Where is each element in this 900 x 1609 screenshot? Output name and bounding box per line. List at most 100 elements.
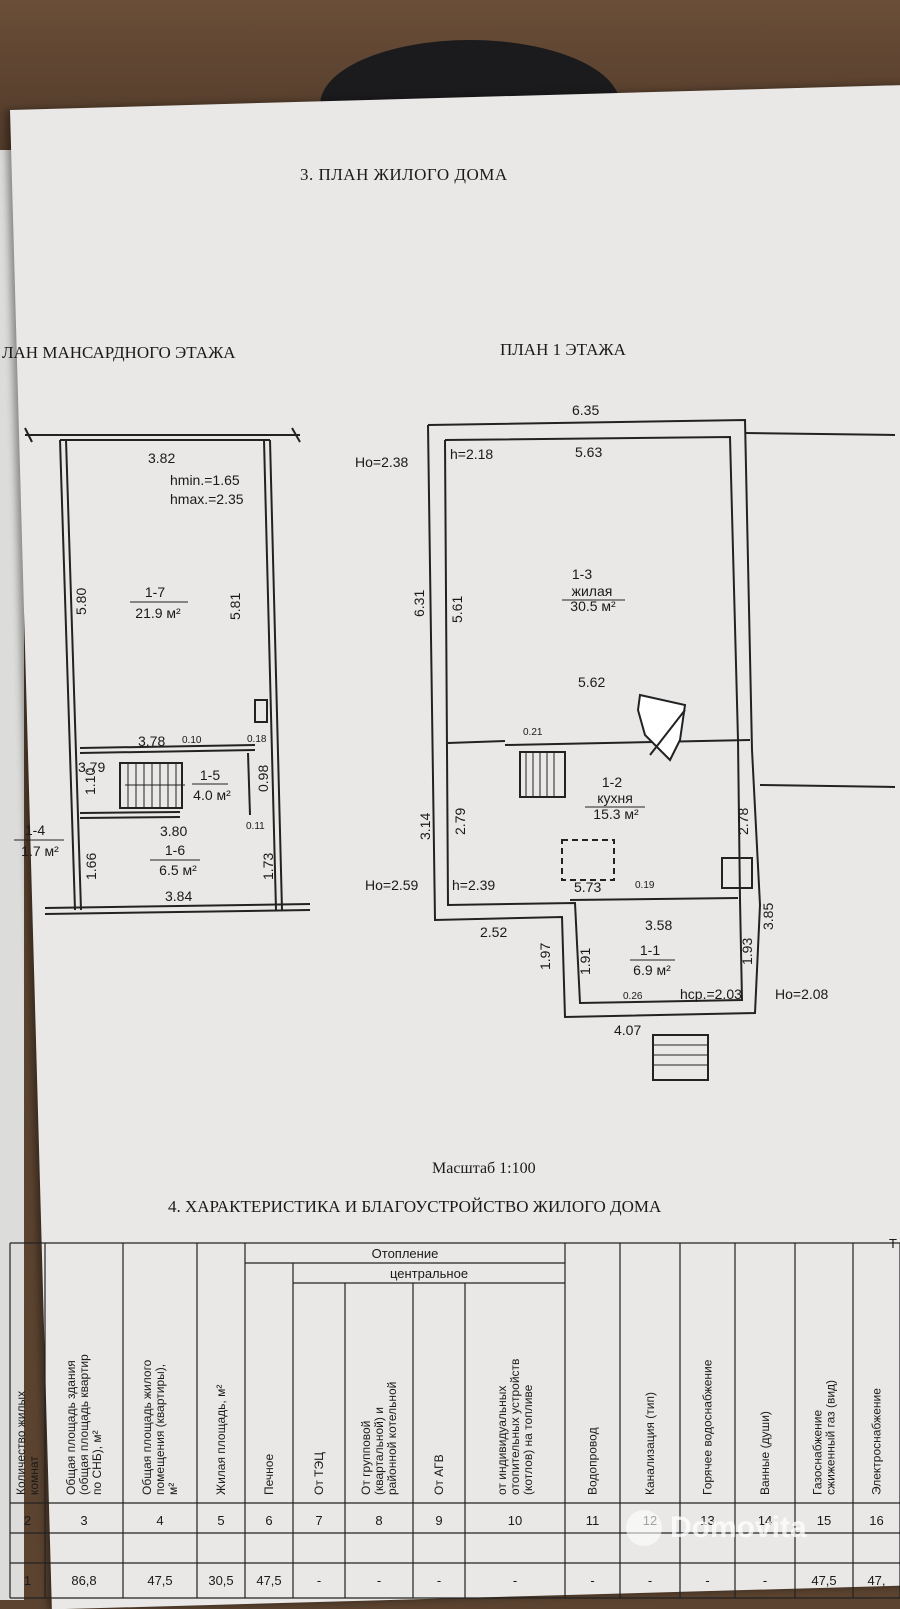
room-1-7-id: 1-7 bbox=[145, 584, 165, 600]
dim-Ho3: Hо=2.08 bbox=[775, 986, 829, 1002]
dim-right2: 2.78 bbox=[735, 808, 751, 835]
value-col-5: 47,5 bbox=[256, 1573, 281, 1588]
dim-left2-out: 3.14 bbox=[417, 813, 433, 840]
header-col-7: районной котельной bbox=[385, 1382, 399, 1495]
header-col-4: Жилая площадь, м² bbox=[214, 1385, 228, 1495]
dim-407: 4.07 bbox=[614, 1022, 641, 1038]
value-col-9: - bbox=[513, 1573, 517, 1588]
col-number-5: 6 bbox=[265, 1513, 272, 1528]
value-col-14: 47,5 bbox=[811, 1573, 836, 1588]
header-col-2: по СНБ), м² bbox=[90, 1430, 104, 1495]
dim-mid: 5.62 bbox=[578, 674, 605, 690]
header-col-1: комнат bbox=[27, 1456, 41, 1495]
dim-197: 1.97 bbox=[537, 943, 553, 970]
room-1-6-area: 6.5 м² bbox=[159, 862, 197, 878]
value-col-2: 86,8 bbox=[71, 1573, 96, 1588]
floor1-plan: 6.35 5.63 Hо=2.38 h=2.18 6.31 5.61 1-3 ж… bbox=[355, 402, 895, 1081]
dim-hmax: hmax.=2.35 bbox=[170, 491, 244, 507]
col-number-4: 5 bbox=[217, 1513, 224, 1528]
dim-right2: 1.73 bbox=[260, 853, 276, 880]
dim-left-out: 6.31 bbox=[411, 590, 427, 617]
document-title: 3. ПЛАН ЖИЛОГО ДОМА bbox=[300, 165, 508, 184]
group-central: центральное bbox=[390, 1266, 468, 1281]
watermark-text: Domovita bbox=[670, 1511, 807, 1544]
room-1-5-area: 4.0 м² bbox=[193, 787, 231, 803]
room-1-7-area: 21.9 м² bbox=[135, 605, 181, 621]
dim-191: 1.91 bbox=[577, 948, 593, 975]
domovita-watermark: Domovita bbox=[626, 1510, 807, 1546]
header-col-7: От групповой bbox=[359, 1421, 373, 1495]
header-col-15: Электроснабжение bbox=[870, 1388, 884, 1495]
group-heating: Отопление bbox=[372, 1246, 439, 1261]
scale-label: Масштаб 1:100 bbox=[432, 1160, 536, 1177]
header-col-14: Газоснабжение bbox=[811, 1410, 825, 1495]
value-col-4: 30,5 bbox=[208, 1573, 233, 1588]
dim-Ho2: Hо=2.59 bbox=[365, 877, 419, 893]
dim-right: 5.81 bbox=[227, 593, 243, 620]
value-col-3: 47,5 bbox=[147, 1573, 172, 1588]
header-col-8: От АГВ bbox=[432, 1454, 446, 1495]
dim-left-in: 5.61 bbox=[449, 596, 465, 623]
dim-385: 3.85 bbox=[760, 903, 776, 930]
col-number-13: 14 bbox=[758, 1513, 772, 1528]
header-col-2: Общая площадь здания bbox=[64, 1360, 78, 1495]
room-1-4-id: 1-4 bbox=[25, 822, 45, 838]
dim-358: 3.58 bbox=[645, 917, 672, 933]
value-col-15: 47, bbox=[867, 1573, 885, 1588]
dim-top-out: 6.35 bbox=[572, 402, 599, 418]
dim-top: 3.82 bbox=[148, 450, 175, 466]
value-col-13: - bbox=[763, 1573, 767, 1588]
dim-193: 1.93 bbox=[739, 938, 755, 965]
dim-021: 0.21 bbox=[523, 727, 543, 738]
room-1-3-id: 1-3 bbox=[572, 566, 592, 582]
col-number-1: 2 bbox=[24, 1513, 31, 1528]
col-number-15: 16 bbox=[869, 1513, 883, 1528]
value-col-10: - bbox=[590, 1573, 594, 1588]
value-col-1: 1 bbox=[24, 1573, 31, 1588]
room-1-5-id: 1-5 bbox=[200, 767, 220, 783]
value-col-6: - bbox=[317, 1573, 321, 1588]
attic-plan-title: ЛАН МАНСАРДНОГО ЭТАЖА bbox=[2, 343, 236, 362]
floor1-plan-title: ПЛАН 1 ЭТАЖА bbox=[500, 340, 626, 359]
dim-mid1: 3.78 bbox=[138, 733, 165, 749]
col-number-9: 10 bbox=[508, 1513, 522, 1528]
value-col-11: - bbox=[648, 1573, 652, 1588]
col-number-7: 8 bbox=[375, 1513, 382, 1528]
dim-bot1b: 0.11 bbox=[246, 821, 265, 832]
dim-corr-r: 0.98 bbox=[255, 765, 271, 792]
value-col-7: - bbox=[377, 1573, 381, 1588]
room-1-2-name: кухня bbox=[597, 790, 633, 806]
col-number-10: 11 bbox=[586, 1513, 600, 1528]
header-col-10: Водопровод bbox=[586, 1427, 600, 1495]
room-1-2-id: 1-2 bbox=[602, 774, 622, 790]
header-col-1: Количество жилых bbox=[14, 1391, 28, 1495]
dim-026: 0.26 bbox=[623, 991, 643, 1002]
header-col-3: м² bbox=[166, 1483, 180, 1495]
header-col-13: Ванные (души) bbox=[758, 1411, 772, 1495]
corner-mark: Т bbox=[889, 1238, 897, 1251]
room-1-2-area: 15.3 м² bbox=[593, 806, 639, 822]
room-1-3-area: 30.5 м² bbox=[570, 598, 616, 614]
dim-hmin: hmin.=1.65 bbox=[170, 472, 240, 488]
room-1-3-name: жилая bbox=[572, 583, 613, 599]
dim-mid1b: 0.10 bbox=[182, 735, 202, 746]
dim-bot1: 3.80 bbox=[160, 823, 187, 839]
header-col-11: Канализация (тип) bbox=[643, 1392, 657, 1495]
dim-mid2: 0.18 bbox=[247, 734, 267, 745]
header-col-9: отопительных устройств bbox=[508, 1359, 522, 1495]
header-col-3: Общая площадь жилого bbox=[140, 1359, 154, 1495]
dim-h2: h=2.39 bbox=[452, 877, 495, 893]
dim-top-in: 5.63 bbox=[575, 444, 602, 460]
section4-title: 4. ХАРАКТЕРИСТИКА И БЛАГОУСТРОЙСТВО ЖИЛО… bbox=[168, 1197, 662, 1216]
col-number-2: 3 bbox=[80, 1513, 87, 1528]
value-col-8: - bbox=[437, 1573, 441, 1588]
col-number-6: 7 bbox=[315, 1513, 322, 1528]
header-col-2: (общая площадь квартир bbox=[77, 1354, 91, 1495]
header-col-6: От ТЭЦ bbox=[312, 1452, 326, 1495]
col-number-14: 15 bbox=[817, 1513, 831, 1528]
dim-stair-w: 3.79 bbox=[78, 759, 105, 775]
header-col-9: от индивидуальных bbox=[495, 1386, 509, 1495]
header-col-7: (квартальной) и bbox=[372, 1407, 386, 1495]
room-1-1-area: 6.9 м² bbox=[633, 962, 671, 978]
